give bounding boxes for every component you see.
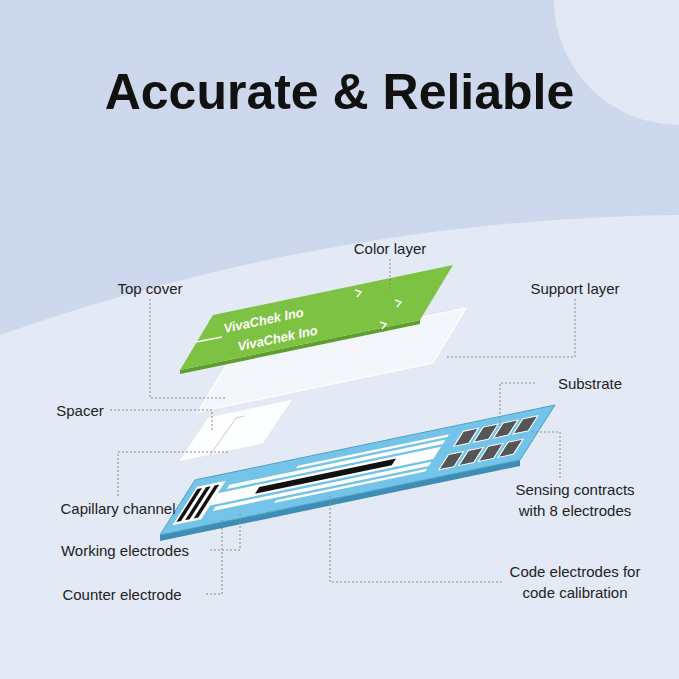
chevron-mark [395, 300, 401, 307]
contact-pad [498, 439, 523, 457]
leader-line [210, 512, 240, 550]
part-label: Color layer [330, 238, 450, 259]
leader-line [118, 452, 228, 496]
part-label: Top cover [95, 278, 205, 299]
part-label: Code electrodes for code calibration [507, 561, 643, 603]
leader-line [330, 494, 502, 582]
part-label: Counter electrode [42, 584, 202, 605]
vent-slot [196, 337, 222, 342]
leader-line [445, 299, 575, 357]
contact-pad [513, 416, 538, 434]
part-label: Support layer [510, 278, 640, 299]
part-label: Substrate [537, 373, 643, 394]
part-label: Sensing contracts with 8 electrodes [507, 479, 643, 521]
contact-pad [454, 428, 479, 446]
color-layer [180, 265, 453, 370]
contact-pad [474, 424, 499, 442]
contact-pad [493, 420, 518, 438]
trace [227, 440, 446, 489]
background-arc [0, 215, 679, 679]
contact-pad [459, 447, 484, 465]
leader-line [530, 432, 560, 478]
part-label: Working electrodes [45, 540, 205, 561]
leader-line [206, 520, 222, 594]
leader-line [150, 299, 225, 398]
trace [213, 462, 432, 511]
leader-line [500, 383, 535, 428]
trace [210, 447, 441, 506]
code-trace [296, 434, 449, 468]
page-title: Accurate & Reliable [0, 62, 679, 122]
part-label: Capillary channel [43, 498, 193, 519]
part-label: Spacer [52, 400, 108, 421]
spacer [178, 399, 293, 462]
code-trace [274, 469, 427, 503]
capillary-channel [210, 416, 244, 455]
leader-line [390, 259, 391, 290]
chevron-mark [380, 322, 386, 329]
chevron-mark [355, 290, 361, 297]
contact-pad [439, 451, 464, 469]
leader-line [110, 410, 212, 430]
contact-pad [478, 443, 503, 461]
